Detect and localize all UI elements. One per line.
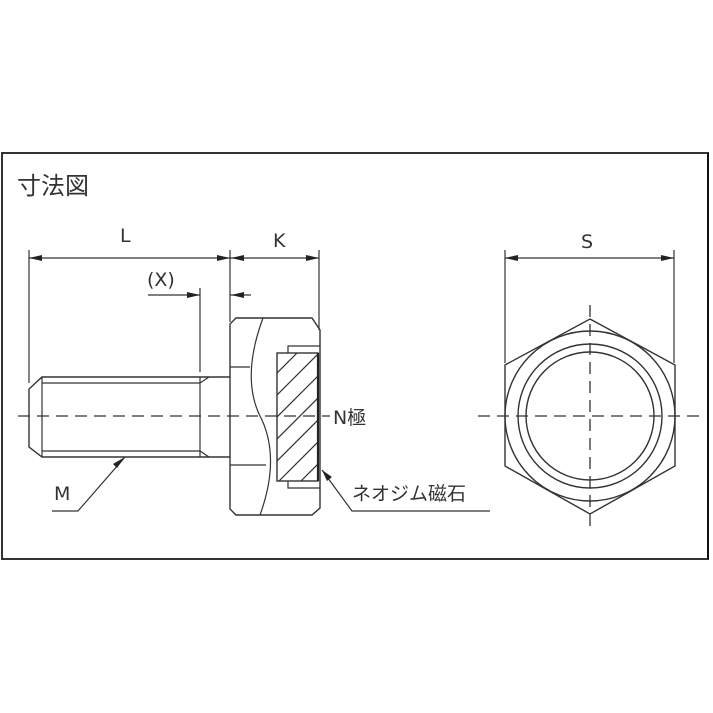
side-view: L K (X) [18,225,490,516]
label-M: M [54,483,70,505]
thread-leader: M [52,456,126,512]
magnet-leader: ネオジム磁石 [321,469,490,512]
drawing-frame [1,152,709,560]
label-magnet: ネオジム磁石 [352,483,466,505]
label-L: L [120,225,131,247]
label-K: K [273,230,286,252]
drawing-title: 寸法図 [17,172,89,200]
label-n-pole: N極 [333,407,366,429]
end-view: S [478,231,702,528]
dimension-S: S [505,231,674,261]
dimension-K: K [230,230,319,261]
bolt-head [229,317,321,516]
neodymium-magnet [276,345,320,489]
label-X: (X) [147,269,175,291]
dimension-L: L [29,225,230,261]
label-S: S [581,231,593,253]
dimension-X: (X) [147,269,251,298]
bolt-shaft [28,376,230,458]
